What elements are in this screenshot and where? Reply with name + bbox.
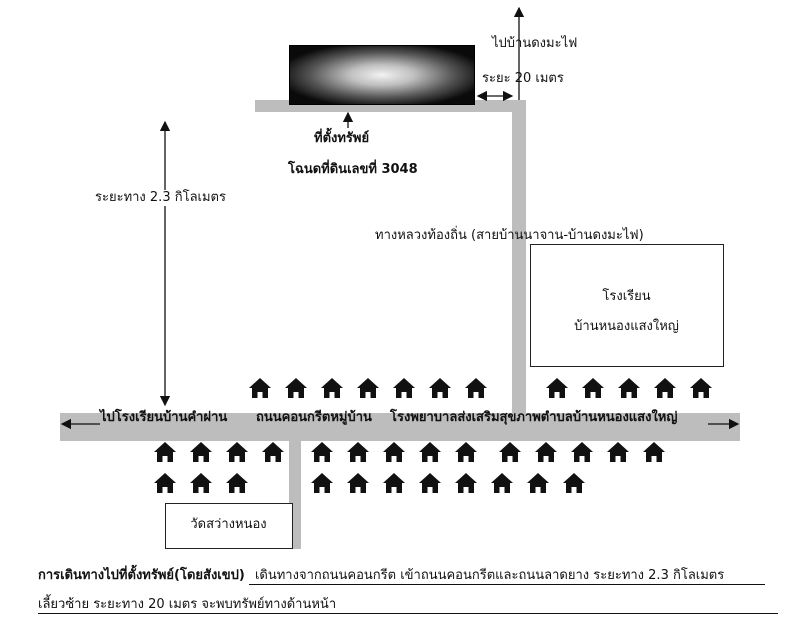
directions-line2-text: เลี้ยวซ้าย ระยะทาง 20 เมตร จะพบทรัพย์ทาง…: [38, 597, 337, 612]
house-icon: [346, 472, 372, 494]
directions-heading: การเดินทางไปที่ตั้งทรัพย์(โดยสังเขป): [38, 568, 245, 583]
house-icon: [356, 377, 382, 399]
directions-line1-row: การเดินทางไปที่ตั้งทรัพย์(โดยสังเขป) เดิ…: [38, 567, 778, 585]
local-road-label: ทางหลวงท้องถิ่น (สายบ้านนาจาน-บ้านดงมะไฟ…: [375, 228, 644, 243]
property-plot: [289, 45, 475, 105]
to-school-left-label: ไปโรงเรียนบ้านคำผ่าน: [100, 410, 228, 425]
house-icon: [189, 472, 215, 494]
distance-side-label: ระยะ 20 เมตร: [482, 71, 564, 86]
house-icon: [498, 441, 524, 463]
house-icon: [454, 441, 480, 463]
local-vertical-road: [512, 100, 526, 413]
house-icon: [562, 472, 588, 494]
house-icon: [418, 472, 444, 494]
school-name-line2: บ้านหนองแสงใหญ่: [574, 319, 679, 334]
house-icon: [153, 441, 179, 463]
house-icon: [284, 377, 310, 399]
house-icon: [225, 472, 251, 494]
house-icon: [153, 472, 179, 494]
house-icon: [689, 377, 715, 399]
house-icon: [248, 377, 274, 399]
house-icon: [428, 377, 454, 399]
house-icon: [189, 441, 215, 463]
house-icon: [310, 441, 336, 463]
to-village-top-label: ไปบ้านดงมะไฟ: [492, 36, 578, 51]
house-icon: [653, 377, 679, 399]
house-icon: [418, 441, 444, 463]
house-icon: [526, 472, 552, 494]
house-icon: [642, 441, 668, 463]
temple-name: วัดสว่างหนอง: [190, 517, 267, 532]
house-icon: [490, 472, 516, 494]
house-icon: [581, 377, 607, 399]
house-icon: [382, 472, 408, 494]
distance-vertical-label: ระยะทาง 2.3 กิโลเมตร: [95, 190, 226, 206]
school-name-line1: โรงเรียน: [602, 289, 651, 304]
school-box: โรงเรียน บ้านหนองแสงใหญ่: [530, 244, 724, 367]
house-icon: [225, 441, 251, 463]
house-icon: [310, 472, 336, 494]
house-icon: [261, 441, 287, 463]
house-icon: [617, 377, 643, 399]
temple-box: วัดสว่างหนอง: [165, 503, 293, 549]
main-road-label: ถนนคอนกรีตหมู่บ้าน: [256, 410, 372, 425]
house-icon: [382, 441, 408, 463]
main-horizontal-road: [60, 413, 740, 441]
house-icon: [606, 441, 632, 463]
plot-label: ที่ตั้งทรัพย์: [314, 131, 370, 146]
house-icon: [464, 377, 490, 399]
house-icon: [454, 472, 480, 494]
directions-line1: เดินทางจากถนนคอนกรีต เข้าถนนคอนกรีตและถน…: [248, 567, 765, 585]
house-icon: [534, 441, 560, 463]
directions-line1-text: เดินทางจากถนนคอนกรีต เข้าถนนคอนกรีตและถน…: [254, 568, 725, 583]
deed-label: โฉนดที่ดินเลขที่ 3048: [288, 162, 418, 177]
directions-line2-row: เลี้ยวซ้าย ระยะทาง 20 เมตร จะพบทรัพย์ทาง…: [38, 596, 778, 614]
house-icon: [545, 377, 571, 399]
house-icon: [320, 377, 346, 399]
house-icon: [570, 441, 596, 463]
hospital-label: โรงพยาบาลส่งเสริมสุขภาพตำบลบ้านหนองแสงให…: [390, 410, 678, 425]
house-icon: [346, 441, 372, 463]
directions-line2: เลี้ยวซ้าย ระยะทาง 20 เมตร จะพบทรัพย์ทาง…: [38, 596, 778, 614]
house-icon: [392, 377, 418, 399]
